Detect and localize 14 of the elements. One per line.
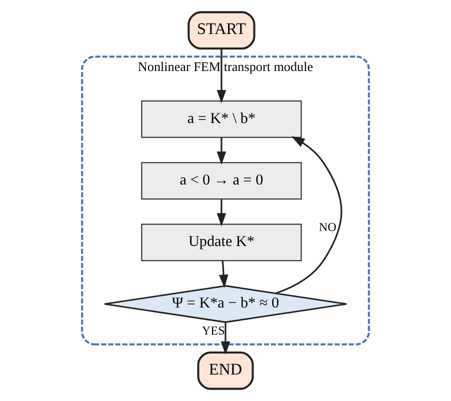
node-diamond: Ψ = K*a − b* ≈ 0 — [104, 285, 348, 323]
node-box: START — [188, 11, 256, 50]
arrow — [216, 199, 226, 226]
arrow — [216, 48, 226, 104]
node-box: a = K* \ b* — [141, 100, 302, 138]
arrow — [276, 136, 342, 294]
arrow — [216, 137, 226, 165]
edge-label: NO — [318, 220, 336, 234]
arrow — [218, 260, 228, 288]
node-box: END — [197, 351, 254, 390]
edge-label: YES — [202, 323, 225, 338]
node-box: a < 0 → a = 0 — [141, 162, 302, 200]
arrow — [220, 322, 230, 355]
node-box: Update K* — [141, 224, 302, 262]
